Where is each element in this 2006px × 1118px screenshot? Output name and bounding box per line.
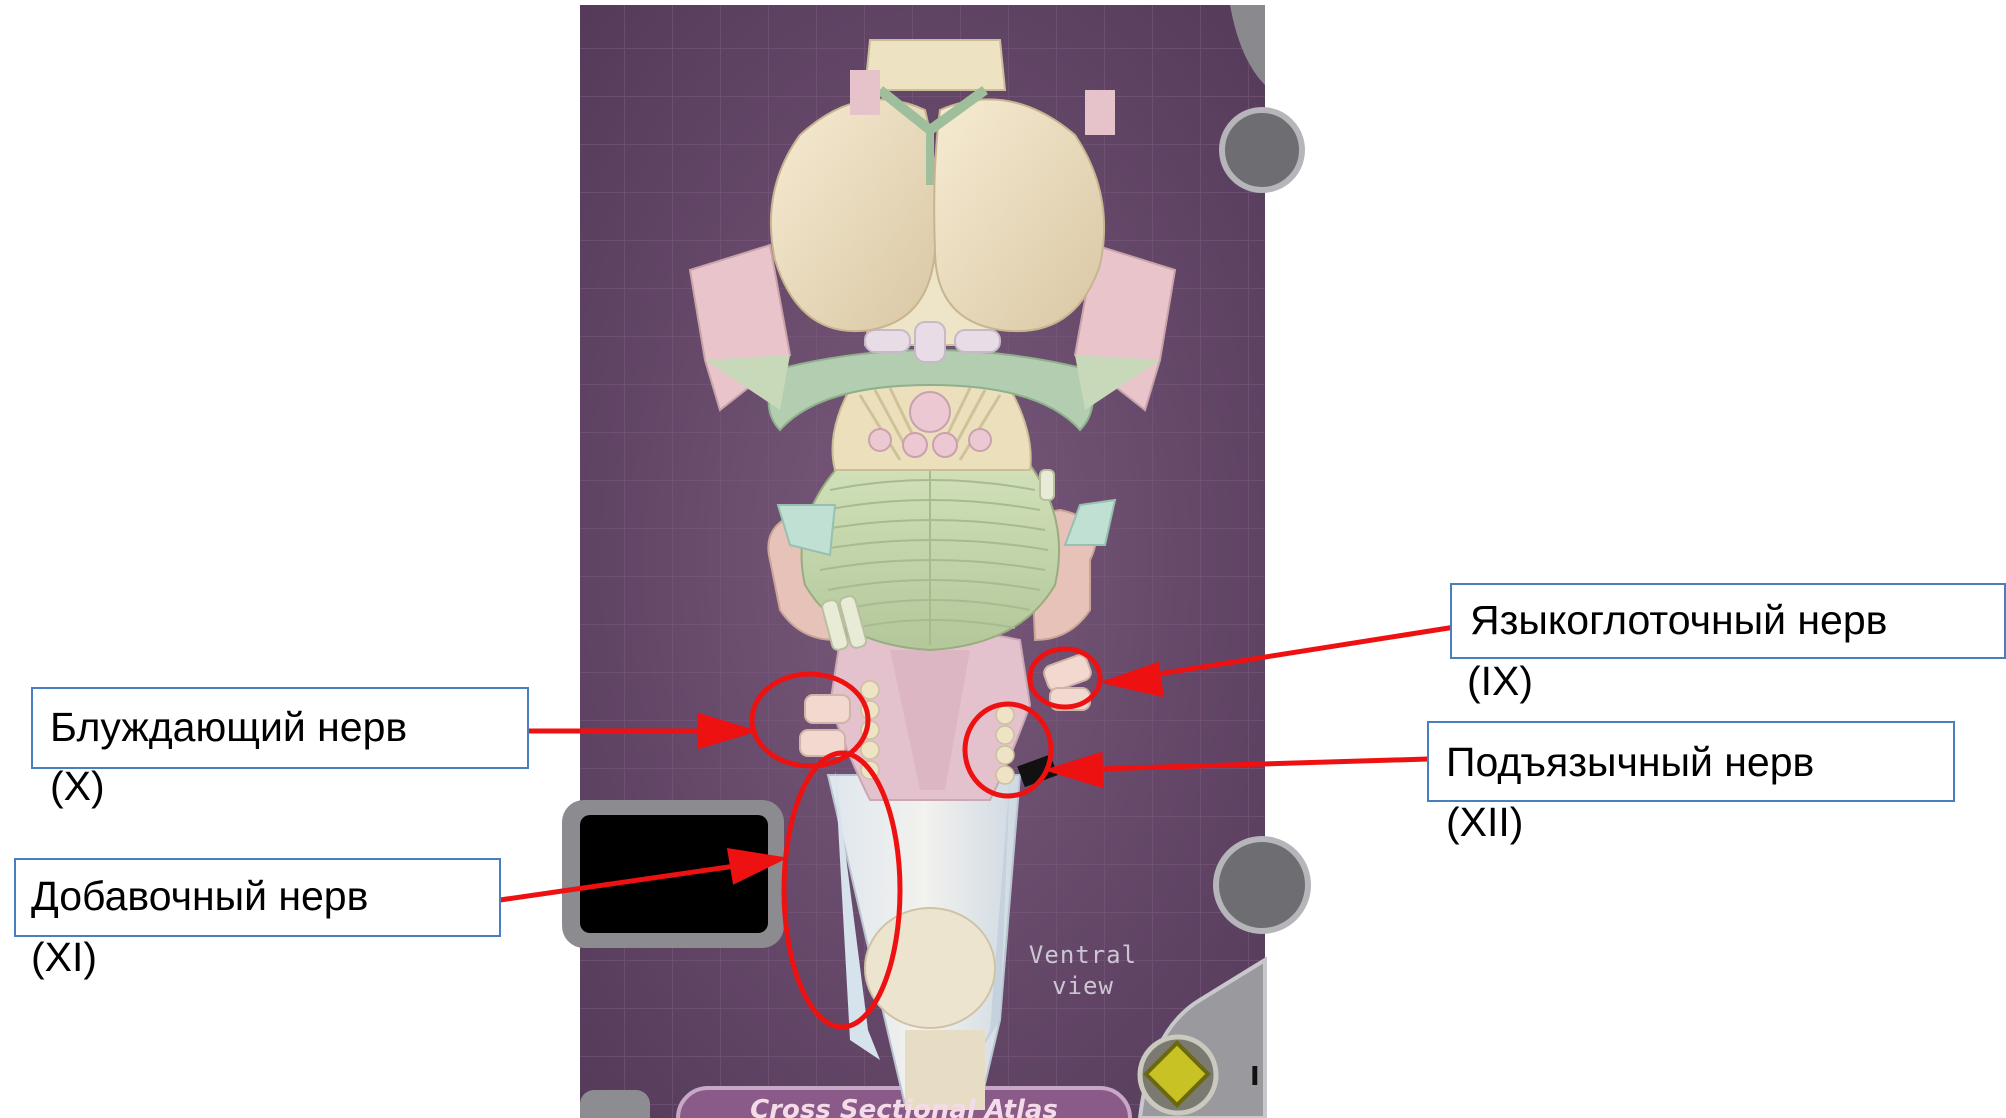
hypoglossal-label-line2: (XII)	[1446, 798, 1523, 846]
glossopharyngeal-label-line2: (IX)	[1467, 657, 1533, 705]
corner-button-label: I	[1250, 1062, 1260, 1092]
cross-sectional-atlas-label: Cross Sectional Atlas	[750, 1095, 1058, 1118]
view-label-line1: Ventral	[1029, 941, 1137, 969]
view-label-line2: view	[1052, 972, 1114, 1000]
glossopharyngeal-label-line1: Языкоглоточный нерв	[1470, 596, 1887, 644]
vagus-label-line2: (X)	[50, 762, 105, 810]
accessory-label-line1: Добавочный нерв	[31, 872, 368, 920]
hypoglossal-label-line1: Подъязычный нерв	[1446, 738, 1814, 786]
accessory-label-line2: (XI)	[31, 933, 97, 981]
vagus-label-line1: Блуждающий нерв	[50, 703, 407, 751]
